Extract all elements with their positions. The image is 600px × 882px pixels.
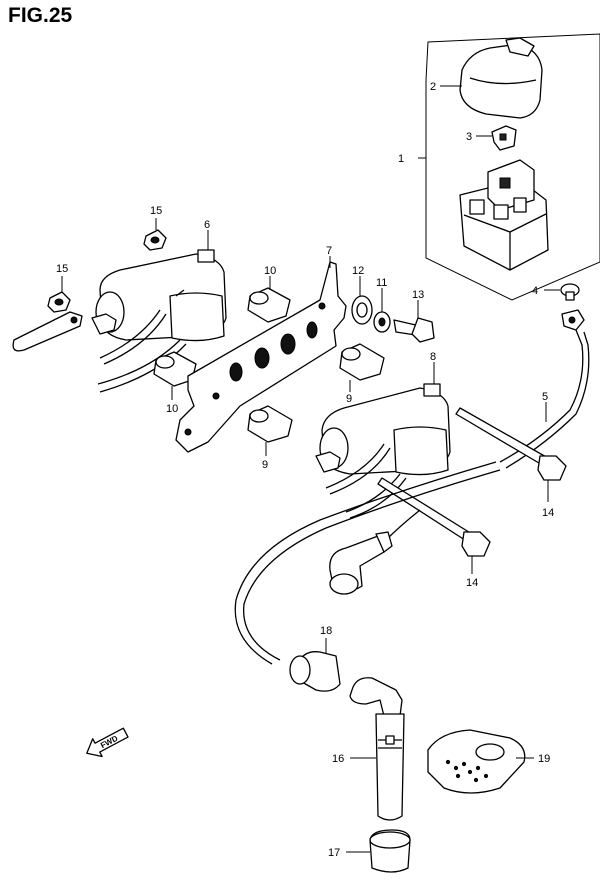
- grommet-part[interactable]: [351, 295, 373, 325]
- ignition-coil-lower-part[interactable]: [315, 383, 451, 519]
- seal-cap-part[interactable]: [369, 829, 411, 873]
- callout-18: 18: [320, 625, 332, 637]
- callout-1: 1: [398, 153, 404, 165]
- relay-assembly-frame: [425, 33, 600, 301]
- washer-part[interactable]: [373, 311, 391, 333]
- figure-title: FIG.25: [8, 4, 73, 27]
- callout-19: 19: [538, 753, 550, 765]
- spacer-9-lower-part[interactable]: [247, 405, 293, 443]
- ground-screw-part[interactable]: [560, 283, 580, 301]
- callout-11: 11: [376, 277, 387, 289]
- callout-14-upper: 14: [542, 507, 554, 519]
- ground-wire-part[interactable]: [499, 309, 590, 469]
- callout-9-upper: 9: [346, 393, 352, 405]
- ground-strap-part[interactable]: [12, 311, 83, 352]
- cover-plate-part[interactable]: [427, 729, 526, 794]
- spacer-9-upper-part[interactable]: [339, 343, 385, 381]
- callout-5: 5: [542, 391, 548, 403]
- callout-10-lower: 10: [166, 403, 178, 415]
- starter-relay-part[interactable]: [459, 159, 549, 271]
- relay-cover-part[interactable]: [459, 37, 543, 119]
- callout-15-upper: 15: [150, 205, 162, 217]
- bolt-13-part[interactable]: [393, 317, 435, 343]
- callout-13: 13: [412, 289, 424, 301]
- boot-cap-part[interactable]: [289, 651, 341, 692]
- coil-bracket-part[interactable]: [175, 261, 347, 453]
- high-tension-wire-part[interactable]: [234, 461, 501, 665]
- callout-6: 6: [204, 219, 210, 231]
- callout-7: 7: [326, 245, 332, 257]
- callout-14-lower: 14: [466, 577, 478, 589]
- forward-direction-arrow: FWD: [86, 727, 129, 758]
- callout-10-upper: 10: [264, 265, 276, 277]
- bolt-14-upper-part[interactable]: [455, 407, 567, 481]
- callout-8: 8: [430, 351, 436, 363]
- callout-2: 2: [430, 81, 436, 93]
- relay-assembly-group: [418, 33, 600, 301]
- callout-16: 16: [332, 753, 344, 765]
- callout-9-lower: 9: [262, 459, 268, 471]
- spark-plug-cap-part[interactable]: [349, 677, 405, 821]
- plug-cap-elbow-part[interactable]: [329, 531, 393, 595]
- relay-clip-part[interactable]: [491, 125, 517, 151]
- bolt-14-lower-part[interactable]: [377, 477, 491, 557]
- ignition-coil-upper-part[interactable]: [91, 249, 227, 393]
- callout-4: 4: [532, 285, 538, 297]
- callout-17: 17: [328, 847, 340, 859]
- callout-3: 3: [466, 131, 472, 143]
- callout-15-left: 15: [56, 263, 68, 275]
- spacer-lower-part[interactable]: [153, 351, 197, 387]
- callout-12: 12: [352, 265, 364, 277]
- spacer-upper-part[interactable]: [247, 287, 291, 323]
- nut-upper-part[interactable]: [143, 229, 167, 251]
- nut-left-part[interactable]: [47, 291, 71, 313]
